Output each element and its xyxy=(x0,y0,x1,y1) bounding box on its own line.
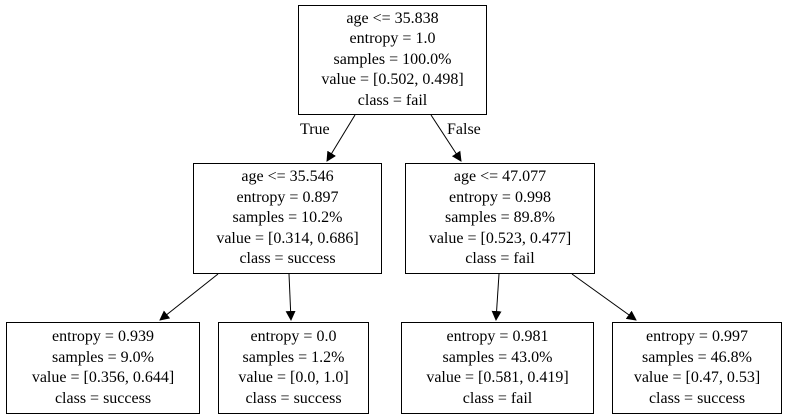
tree-leaf-1: entropy = 0.939 samples = 9.0% value = [… xyxy=(6,322,200,414)
node-line: samples = 10.2% xyxy=(232,209,343,227)
node-line: entropy = 1.0 xyxy=(349,30,436,48)
node-line: entropy = 0.897 xyxy=(236,188,339,206)
node-line: value = [0.523, 0.477] xyxy=(428,229,572,247)
node-line: value = [0.47, 0.53] xyxy=(633,369,761,386)
tree-node-right: age <= 47.077 entropy = 0.998 samples = … xyxy=(405,163,595,274)
edge-n2-n6 xyxy=(571,273,637,321)
edge-n0-n1 xyxy=(326,114,356,162)
edge-label-true: True xyxy=(300,121,330,138)
node-line: value = [0.314, 0.686] xyxy=(216,229,359,247)
node-line: entropy = 0.0 xyxy=(250,328,337,345)
node-line: value = [0.581, 0.419] xyxy=(426,369,569,386)
node-line: class = success xyxy=(648,389,746,407)
node-line: entropy = 0.998 xyxy=(449,188,551,206)
node-line: samples = 9.0% xyxy=(52,348,154,366)
tree-leaf-3: entropy = 0.981 samples = 43.0% value = … xyxy=(401,322,594,414)
node-line: value = [0.356, 0.644] xyxy=(31,369,175,386)
node-line: samples = 100.0% xyxy=(333,50,452,68)
edge-n2-n5 xyxy=(491,273,502,321)
node-line: class = fail xyxy=(462,389,533,407)
node-line: entropy = 0.997 xyxy=(646,328,748,345)
node-line: samples = 89.8% xyxy=(445,209,555,227)
node-line: samples = 46.8% xyxy=(642,348,752,366)
node-line: class = success xyxy=(54,389,152,407)
node-line: value = [0.502, 0.498] xyxy=(321,71,464,89)
tree-leaf-2: entropy = 0.0 samples = 1.2% value = [0.… xyxy=(218,322,369,414)
node-line: samples = 1.2% xyxy=(242,348,345,366)
node-line: age <= 35.838 xyxy=(346,9,439,27)
tree-node-left: age <= 35.546 entropy = 0.897 samples = … xyxy=(193,163,382,274)
node-line: samples = 43.0% xyxy=(442,348,553,366)
edge-label-false: False xyxy=(447,121,481,138)
node-line: entropy = 0.939 xyxy=(52,328,154,345)
tree-leaf-4: entropy = 0.997 samples = 46.8% value = … xyxy=(612,322,782,414)
node-line: class = fail xyxy=(357,91,428,109)
node-line: class = success xyxy=(245,389,342,407)
node-line: age <= 47.077 xyxy=(453,168,547,186)
edge-n1-n4 xyxy=(285,273,296,321)
node-line: class = fail xyxy=(465,250,535,268)
node-line: age <= 35.546 xyxy=(241,168,334,186)
edge-n0-n2 xyxy=(430,114,462,162)
tree-node-root: age <= 35.838 entropy = 1.0 samples = 10… xyxy=(298,5,487,115)
node-line: class = success xyxy=(239,250,336,268)
node-line: entropy = 0.981 xyxy=(446,328,549,345)
node-line: value = [0.0, 1.0] xyxy=(238,369,349,386)
edge-n1-n3 xyxy=(159,273,219,321)
